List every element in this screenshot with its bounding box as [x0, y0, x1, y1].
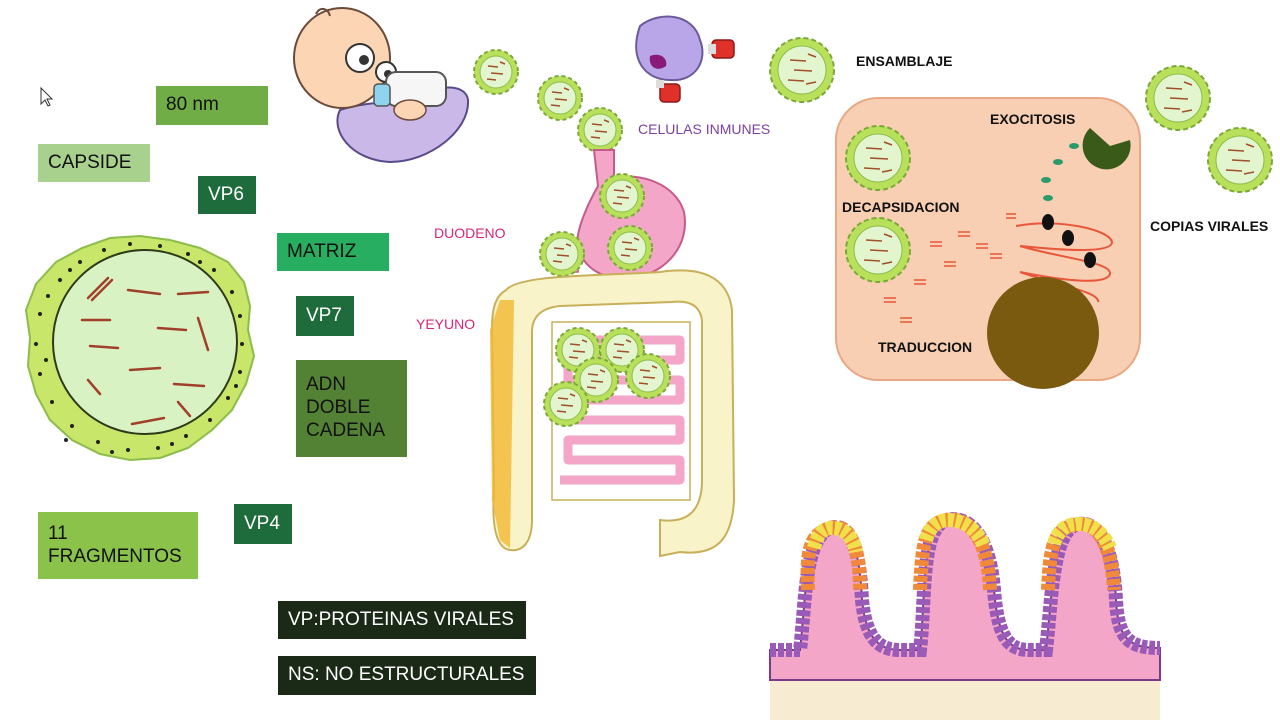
vp6-label: VP6	[198, 176, 256, 214]
capside-label: CAPSIDE	[38, 144, 150, 182]
infected-enterocyte	[835, 97, 1141, 389]
immune-cell	[635, 15, 735, 103]
matriz-text: MATRIZ	[287, 240, 357, 262]
vp7-text: VP7	[306, 304, 342, 326]
fragments-line2: FRAGMENTOS	[48, 545, 182, 567]
adn-label: ADN DOBLE CADENA	[296, 360, 407, 457]
intestinal-villi	[769, 512, 1161, 720]
viral-copies-label: COPIAS VIRALES	[1150, 218, 1269, 234]
vp-legend-text: VP:PROTEINAS VIRALES	[288, 608, 514, 630]
size-text: 80 nm	[166, 94, 219, 116]
traduccion-label: TRADUCCION	[878, 339, 973, 355]
size-label: 80 nm	[156, 86, 268, 125]
duodeno-label: DUODENO	[434, 225, 506, 241]
matriz-label: MATRIZ	[277, 233, 389, 271]
ns-legend-text: NS: NO ESTRUCTURALES	[288, 664, 525, 686]
immune-cells-label: CELULAS INMUNES	[638, 121, 771, 137]
vp4-label: VP4	[234, 504, 292, 544]
adn-line1: ADN	[306, 374, 347, 396]
yeyuno-label: YEYUNO	[416, 316, 476, 332]
virus-cross-section	[24, 234, 256, 462]
ensamblaje-label: ENSAMBLAJE	[856, 53, 953, 69]
fragments-line1: 11	[48, 522, 68, 544]
vp7-label: VP7	[296, 296, 354, 336]
fragments-label: 11 FRAGMENTOS	[38, 512, 198, 579]
vp6-text: VP6	[208, 183, 244, 205]
capside-text: CAPSIDE	[48, 151, 132, 173]
exocitosis-label: EXOCITOSIS	[990, 111, 1076, 127]
adn-line2: DOBLE	[306, 397, 371, 419]
vp4-text: VP4	[244, 512, 280, 534]
baby-drinking-bottle	[293, 7, 470, 164]
vp-legend: VP:PROTEINAS VIRALES	[278, 601, 526, 639]
cursor-icon	[40, 86, 54, 107]
ns-legend: NS: NO ESTRUCTURALES	[278, 656, 536, 695]
stomach	[539, 149, 686, 280]
decapsidacion-label: DECAPSIDACION	[842, 199, 960, 215]
adn-line3: CADENA	[306, 419, 386, 441]
intestines	[490, 269, 736, 558]
